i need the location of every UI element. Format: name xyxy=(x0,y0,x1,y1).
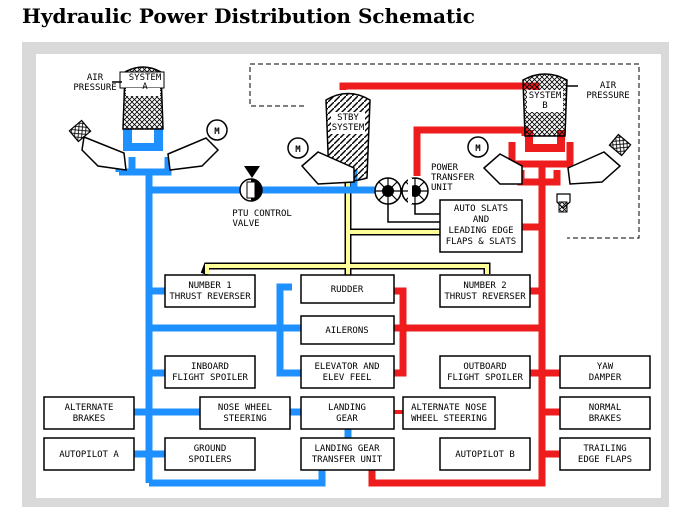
svg-text:NORMAL: NORMAL xyxy=(589,403,622,413)
motor-icon xyxy=(206,119,228,141)
svg-text:ALTERNATE NOSE: ALTERNATE NOSE xyxy=(411,403,487,413)
svg-text:NOSE WHEEL: NOSE WHEEL xyxy=(218,403,272,413)
thrust-reverser-1-box: NUMBER 1 THRUST REVERSER xyxy=(164,274,256,308)
svg-text:EDGE FLAPS: EDGE FLAPS xyxy=(578,455,632,465)
schematic-frame: SYSTEM A AIR PRESSURE STBY SYSTEM SYSTEM… xyxy=(22,42,669,507)
air-pressure-a-label-2: PRESSURE xyxy=(73,83,116,93)
system-a-electric-pump: M xyxy=(167,119,228,171)
trailing-edge-flaps-box: TRAILING EDGE FLAPS xyxy=(559,437,651,471)
svg-text:LANDING GEAR: LANDING GEAR xyxy=(314,444,380,454)
svg-text:THRUST REVERSER: THRUST REVERSER xyxy=(169,292,251,302)
hydraulic-schematic: SYSTEM A AIR PRESSURE STBY SYSTEM SYSTEM… xyxy=(36,54,661,498)
svg-text:RUDDER: RUDDER xyxy=(331,285,364,295)
system-a-reservoir: SYSTEM A xyxy=(119,66,165,130)
inboard-spoiler-box: INBOARD FLIGHT SPOILER xyxy=(164,355,256,389)
thrust-reverser-2-box: NUMBER 2 THRUST REVERSER xyxy=(439,274,531,308)
svg-text:DAMPER: DAMPER xyxy=(589,373,622,383)
system-a-label: SYSTEM xyxy=(129,73,162,83)
svg-text:ELEVATOR AND: ELEVATOR AND xyxy=(314,362,379,372)
rudder-box: RUDDER xyxy=(300,274,395,304)
standby-reservoir: STBY SYSTEM xyxy=(325,92,371,182)
yaw-damper-box: YAW DAMPER xyxy=(559,355,651,389)
svg-text:INBOARD: INBOARD xyxy=(191,362,229,372)
ground-spoilers-box: GROUND SPOILERS xyxy=(164,437,256,471)
svg-text:AUTOPILOT A: AUTOPILOT A xyxy=(59,450,119,460)
autopilot-b-box: AUTOPILOT B xyxy=(439,437,531,471)
svg-text:AND: AND xyxy=(473,215,489,225)
svg-text:OUTBOARD: OUTBOARD xyxy=(463,362,506,372)
system-b-reservoir: SYSTEM B xyxy=(522,73,568,137)
svg-text:AILERONS: AILERONS xyxy=(325,326,368,336)
system-b-label: SYSTEM xyxy=(529,91,562,101)
svg-text:GROUND: GROUND xyxy=(194,444,227,454)
normal-brakes-box: NORMAL BRAKES xyxy=(559,396,651,430)
motor-label: M xyxy=(214,127,220,137)
ptu-valve-label-2: VALVE xyxy=(232,219,259,229)
stby-label: STBY xyxy=(337,113,359,123)
motor-label: M xyxy=(295,145,301,155)
air-pressure-b-label-2: PRESSURE xyxy=(586,91,629,101)
ptu-control-valve xyxy=(239,166,263,202)
svg-text:BRAKES: BRAKES xyxy=(589,414,622,424)
ailerons-box: AILERONS xyxy=(300,315,395,345)
landing-gear-box: LANDING GEAR xyxy=(300,396,395,430)
air-pressure-a-label: AIR xyxy=(87,73,104,83)
page-title: Hydraulic Power Distribution Schematic xyxy=(22,4,475,28)
ptu-label-3: UNIT xyxy=(431,183,453,193)
svg-text:AUTOPILOT B: AUTOPILOT B xyxy=(455,450,515,460)
svg-text:WHEEL STEERING: WHEEL STEERING xyxy=(411,414,487,424)
system-b-filter-icon xyxy=(556,193,571,213)
alt-nose-wheel-steering-box: ALTERNATE NOSE WHEEL STEERING xyxy=(402,396,496,430)
outboard-spoiler-box: OUTBOARD FLIGHT SPOILER xyxy=(439,355,531,389)
landing-gear-transfer-unit-box: LANDING GEAR TRANSFER UNIT xyxy=(300,437,395,471)
system-a-outlet xyxy=(123,129,163,151)
ptu-label-2: TRANSFER xyxy=(431,173,475,183)
motor-label: M xyxy=(475,144,481,154)
svg-text:SPOILERS: SPOILERS xyxy=(188,455,231,465)
svg-text:ALTERNATE: ALTERNATE xyxy=(65,403,114,413)
system-b-engine-pump xyxy=(567,133,632,185)
nose-wheel-steering-box: NOSE WHEEL STEERING xyxy=(199,396,291,430)
svg-text:NUMBER 2: NUMBER 2 xyxy=(463,281,506,291)
svg-text:LEADING EDGE: LEADING EDGE xyxy=(448,226,513,236)
svg-text:AUTO SLATS: AUTO SLATS xyxy=(454,204,508,214)
svg-text:TRAILING: TRAILING xyxy=(583,444,626,454)
system-a-label-letter: A xyxy=(142,82,148,92)
ptu-label: POWER xyxy=(431,163,459,173)
autopilot-a-box: AUTOPILOT A xyxy=(43,437,135,471)
standby-pump: M xyxy=(287,137,355,185)
elevator-box: ELEVATOR AND ELEV FEEL xyxy=(300,355,395,389)
svg-text:FLAPS & SLATS: FLAPS & SLATS xyxy=(446,237,516,247)
svg-text:YAW: YAW xyxy=(597,362,614,372)
motor-icon xyxy=(287,137,309,159)
system-a-engine-pump xyxy=(68,119,127,171)
svg-text:GEAR: GEAR xyxy=(336,414,358,424)
svg-text:FLIGHT SPOILER: FLIGHT SPOILER xyxy=(172,373,248,383)
system-b-label-letter: B xyxy=(542,101,547,111)
svg-text:BRAKES: BRAKES xyxy=(73,414,106,424)
ptu-valve-label: PTU CONTROL xyxy=(232,209,292,219)
svg-text:LANDING: LANDING xyxy=(328,403,366,413)
power-transfer-unit xyxy=(374,177,429,205)
svg-text:FLIGHT SPOILER: FLIGHT SPOILER xyxy=(447,373,523,383)
stby-label-2: SYSTEM xyxy=(332,123,365,133)
motor-icon xyxy=(467,136,489,158)
dashed-boundary xyxy=(249,63,640,239)
alternate-brakes-box: ALTERNATE BRAKES xyxy=(43,396,135,430)
air-pressure-b-label: AIR xyxy=(600,81,617,91)
svg-text:TRANSFER UNIT: TRANSFER UNIT xyxy=(312,455,383,465)
svg-text:THRUST REVERSER: THRUST REVERSER xyxy=(444,292,526,302)
svg-text:STEERING: STEERING xyxy=(223,414,266,424)
svg-text:NUMBER 1: NUMBER 1 xyxy=(188,281,231,291)
svg-text:ELEV FEEL: ELEV FEEL xyxy=(323,373,372,383)
auto-slats-box: AUTO SLATS AND LEADING EDGE FLAPS & SLAT… xyxy=(439,199,523,253)
system-a-lines xyxy=(115,157,382,487)
system-b-electric-pump: M xyxy=(467,136,523,185)
